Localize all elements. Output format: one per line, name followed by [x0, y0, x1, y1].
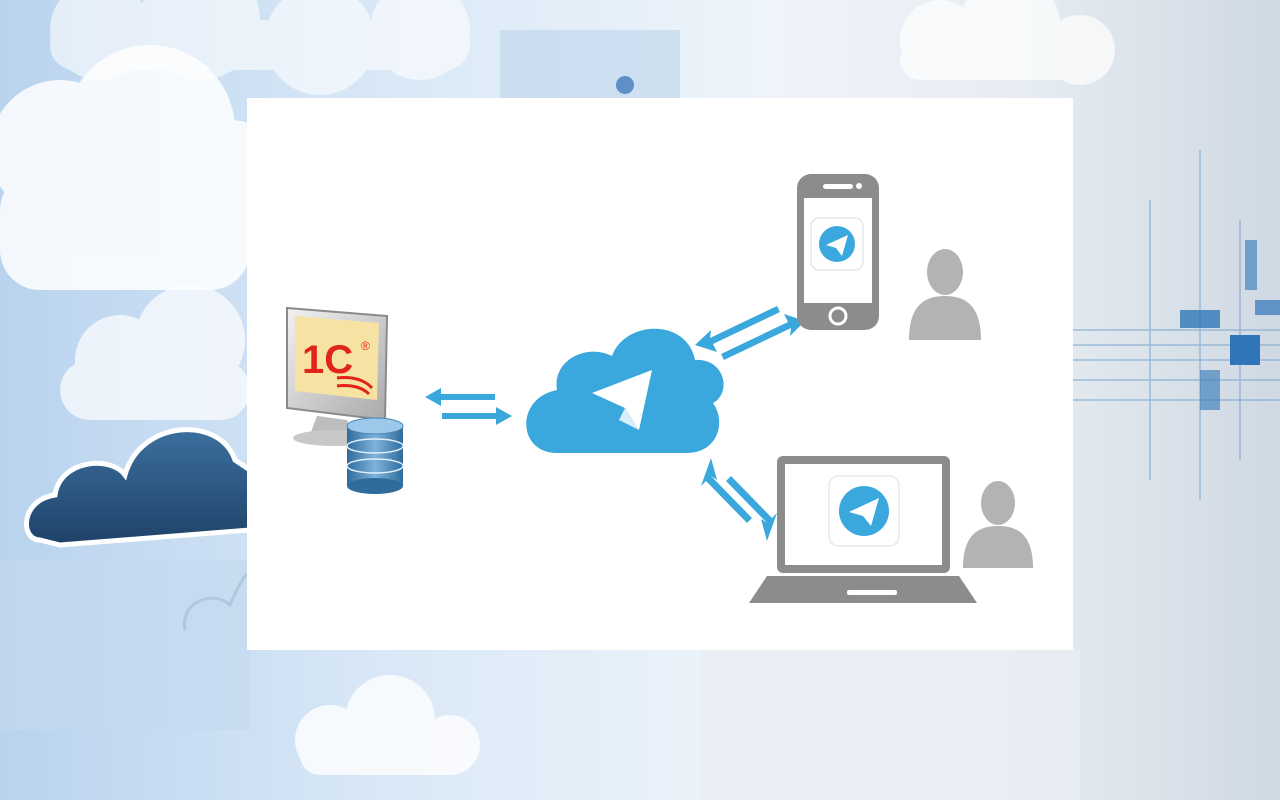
paper-plane-icon	[849, 498, 879, 526]
laptop-node	[749, 456, 977, 603]
database-icon	[346, 417, 404, 494]
laptop-telegram-icon	[749, 456, 977, 603]
background-panel	[500, 30, 680, 98]
phone-user-node	[909, 249, 981, 340]
1c-logo: 1С	[302, 338, 353, 382]
monitor-with-database-icon: 1С ®	[286, 306, 404, 494]
circuit-lines	[1073, 150, 1280, 500]
telegram-integration-diagram: 1С ®	[286, 174, 1033, 603]
arrow-cloud-phone	[695, 306, 805, 360]
smartphone-node	[797, 174, 879, 330]
user-icon	[909, 249, 981, 340]
background-dot	[616, 76, 634, 94]
background-cloud	[60, 285, 250, 420]
circuit-blocks	[1180, 240, 1280, 410]
smartphone-telegram-icon	[797, 174, 879, 330]
1c-server-node: 1С ®	[286, 306, 404, 494]
1c-registered-mark: ®	[361, 339, 370, 353]
background-dark-cloud	[24, 427, 253, 548]
diagram-panel: 1С ®	[247, 98, 1073, 650]
laptop-user-node	[963, 481, 1033, 568]
user-icon	[963, 481, 1033, 568]
background-cloud	[900, 0, 1115, 85]
paper-plane-icon	[592, 370, 652, 430]
background-cloud	[50, 0, 470, 95]
paper-plane-icon	[826, 235, 848, 256]
telegram-cloud-node	[526, 328, 724, 453]
arrow-1c-cloud	[425, 388, 512, 425]
arrow-cloud-laptop	[701, 458, 777, 541]
background-cloud	[295, 675, 480, 775]
background-panel	[0, 560, 250, 730]
telegram-cloud-icon	[526, 328, 724, 453]
background-cloud	[0, 45, 290, 290]
background-panel	[700, 650, 1080, 800]
